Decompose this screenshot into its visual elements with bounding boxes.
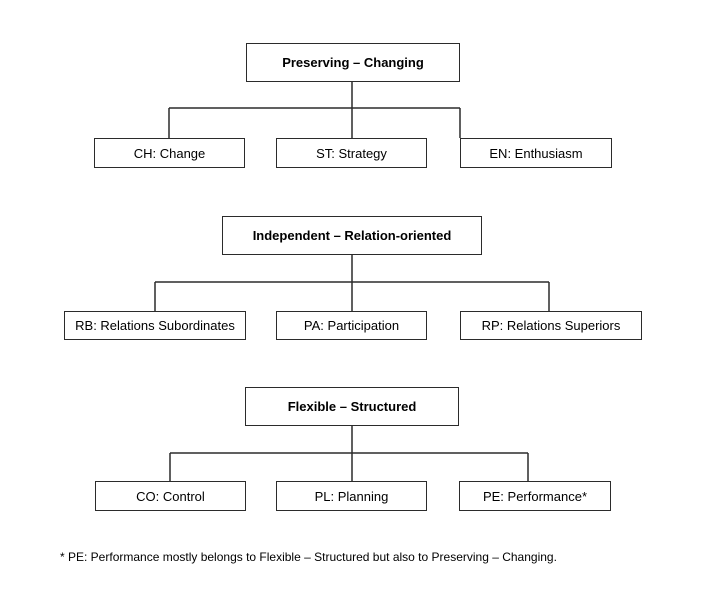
node-rp-relations-superiors: RP: Relations Superiors bbox=[460, 311, 642, 340]
node-co-control: CO: Control bbox=[95, 481, 246, 511]
footnote: * PE: Performance mostly belongs to Flex… bbox=[60, 550, 557, 564]
group-title-preserving-changing: Preserving – Changing bbox=[246, 43, 460, 82]
node-en-enthusiasm: EN: Enthusiasm bbox=[460, 138, 612, 168]
group-title-independent-relation-oriented: Independent – Relation-oriented bbox=[222, 216, 482, 255]
group-title-flexible-structured: Flexible – Structured bbox=[245, 387, 459, 426]
node-pa-participation: PA: Participation bbox=[276, 311, 427, 340]
node-rb-relations-subordinates: RB: Relations Subordinates bbox=[64, 311, 246, 340]
node-pl-planning: PL: Planning bbox=[276, 481, 427, 511]
node-ch-change: CH: Change bbox=[94, 138, 245, 168]
node-st-strategy: ST: Strategy bbox=[276, 138, 427, 168]
node-pe-performance: PE: Performance* bbox=[459, 481, 611, 511]
